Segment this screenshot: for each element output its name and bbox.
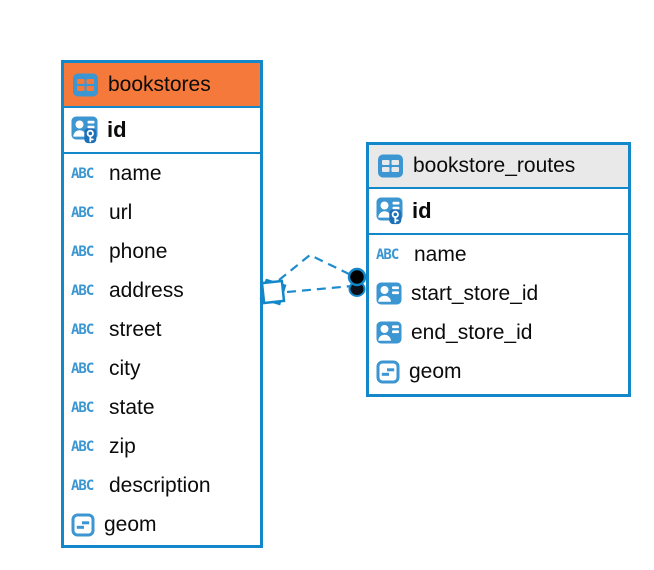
- column-row[interactable]: geom: [369, 352, 628, 391]
- text-icon: ABC: [71, 477, 94, 494]
- column-name: zip: [109, 434, 136, 458]
- column-row[interactable]: ABC street: [64, 310, 260, 349]
- column-name: phone: [109, 239, 168, 263]
- column-row[interactable]: ABC city: [64, 349, 260, 388]
- relationship-line[interactable]: [278, 253, 352, 281]
- column-row[interactable]: end_store_id: [369, 313, 628, 352]
- column-name: name: [109, 161, 162, 185]
- text-icon: ABC: [71, 282, 94, 299]
- table-header[interactable]: bookstores: [64, 63, 260, 108]
- column-row[interactable]: ABC url: [64, 193, 260, 232]
- column-name: city: [109, 356, 141, 380]
- column-name: id: [412, 198, 432, 223]
- text-icon: ABC: [376, 246, 399, 263]
- column-row[interactable]: geom: [64, 505, 260, 544]
- column-name: name: [414, 242, 467, 266]
- relationship-line[interactable]: [286, 284, 353, 294]
- connection-endpoint-dot[interactable]: [347, 267, 367, 287]
- column-row[interactable]: ABC phone: [64, 232, 260, 271]
- column-row[interactable]: ABC name: [64, 154, 260, 193]
- table-bookstores[interactable]: bookstores id ABC name ABC url ABC phone…: [61, 60, 263, 548]
- text-icon: ABC: [71, 204, 94, 221]
- text-icon: ABC: [71, 321, 94, 338]
- table-bookstore-routes[interactable]: bookstore_routes id ABC name start_store…: [366, 142, 631, 397]
- text-icon: ABC: [71, 165, 94, 182]
- text-icon: ABC: [71, 360, 94, 377]
- column-name: description: [109, 473, 211, 497]
- many-end-marker[interactable]: [259, 278, 287, 306]
- column-row[interactable]: ABC zip: [64, 427, 260, 466]
- column-row[interactable]: ABC description: [64, 466, 260, 505]
- column-name: url: [109, 200, 133, 224]
- column-name: address: [109, 278, 184, 302]
- column-name: start_store_id: [411, 281, 539, 305]
- column-row[interactable]: ABC address: [64, 271, 260, 310]
- column-name: id: [107, 117, 127, 142]
- column-name: geom: [409, 359, 462, 383]
- column-name: state: [109, 395, 155, 419]
- text-icon: ABC: [71, 399, 94, 416]
- column-name: end_store_id: [411, 320, 533, 344]
- column-row[interactable]: id: [369, 189, 628, 235]
- column-row[interactable]: ABC name: [369, 235, 628, 274]
- table-title: bookstores: [108, 72, 211, 96]
- column-name: geom: [104, 512, 157, 536]
- column-row[interactable]: ABC state: [64, 388, 260, 427]
- table-title: bookstore_routes: [413, 154, 576, 177]
- text-icon: ABC: [71, 243, 94, 260]
- text-icon: ABC: [71, 438, 94, 455]
- column-name: street: [109, 317, 162, 341]
- column-row[interactable]: id: [64, 108, 260, 154]
- table-header[interactable]: bookstore_routes: [369, 145, 628, 189]
- column-row[interactable]: start_store_id: [369, 274, 628, 313]
